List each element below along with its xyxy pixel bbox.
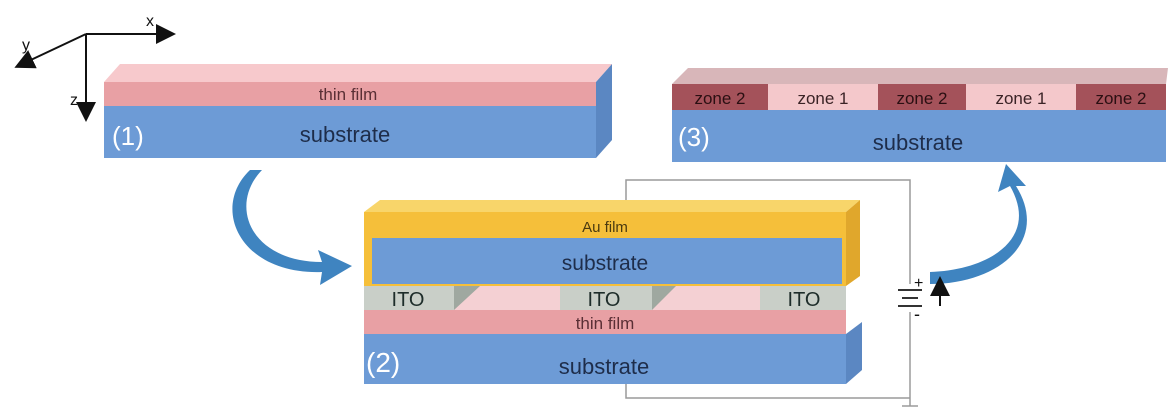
ito-electrode — [560, 286, 652, 310]
thin-film-layer — [104, 82, 596, 106]
step-3-label: (3) — [678, 122, 710, 152]
thin-film-label: thin film — [576, 314, 635, 333]
substrate-label: substrate — [873, 130, 964, 155]
substrate-layer — [672, 110, 1166, 162]
ito-electrode — [364, 286, 454, 310]
zone-label: zone 1 — [995, 89, 1046, 108]
zone-2-block — [672, 84, 768, 110]
battery-minus-label: - — [914, 304, 920, 324]
panel-2-stack: Au film substrate ITO ITO ITO thin film … — [364, 200, 862, 384]
zone-1-block — [966, 84, 1076, 110]
bottom-substrate-label: substrate — [559, 354, 650, 379]
substrate-label: substrate — [300, 122, 391, 147]
ito-electrode-bevel — [652, 286, 676, 310]
substrate-side-face — [596, 64, 612, 158]
step-2-label: (2) — [366, 347, 400, 378]
battery-symbol: + - — [898, 275, 950, 324]
thin-film-layer — [364, 310, 846, 334]
ito-electrode — [760, 286, 846, 310]
axis-z-label: z — [70, 92, 78, 109]
top-substrate-label: substrate — [562, 252, 648, 275]
substrate-layer — [104, 106, 596, 158]
axis-x-label: x — [146, 13, 154, 30]
zone-label: zone 2 — [896, 89, 947, 108]
zone-label: zone 2 — [694, 89, 745, 108]
arrow-step-1-to-2 — [232, 170, 352, 285]
zone-label: zone 1 — [797, 89, 848, 108]
bottom-substrate-layer — [364, 334, 846, 384]
ito-electrode-bevel — [454, 286, 480, 310]
au-film-label: Au film — [582, 219, 628, 236]
coordinate-axes: x y z — [14, 13, 176, 122]
axis-y-label: y — [22, 37, 30, 54]
ito-label: ITO — [788, 289, 821, 311]
zone-1-block — [768, 84, 878, 110]
panel-1-initial-film: thin film substrate (1) — [104, 64, 612, 158]
zone-2-block — [878, 84, 966, 110]
au-film-top-face — [364, 200, 860, 212]
bottom-substrate-side-face — [846, 322, 862, 384]
au-film-side-face — [846, 200, 860, 286]
thin-film-top-face — [104, 64, 612, 82]
ito-label: ITO — [392, 289, 425, 311]
zones-top-face — [672, 68, 1168, 84]
thin-film-label: thin film — [319, 85, 378, 104]
arrow-step-2-to-3 — [930, 164, 1027, 284]
zone-label: zone 2 — [1095, 89, 1146, 108]
top-substrate-layer — [372, 238, 842, 284]
step-1-label: (1) — [112, 121, 144, 151]
zone-2-block — [1076, 84, 1166, 110]
ito-label: ITO — [588, 289, 621, 311]
panel-3-patterned-film: zone 2 zone 1 zone 2 zone 1 zone 2 subst… — [672, 68, 1168, 162]
battery-plus-label: + — [914, 275, 923, 292]
